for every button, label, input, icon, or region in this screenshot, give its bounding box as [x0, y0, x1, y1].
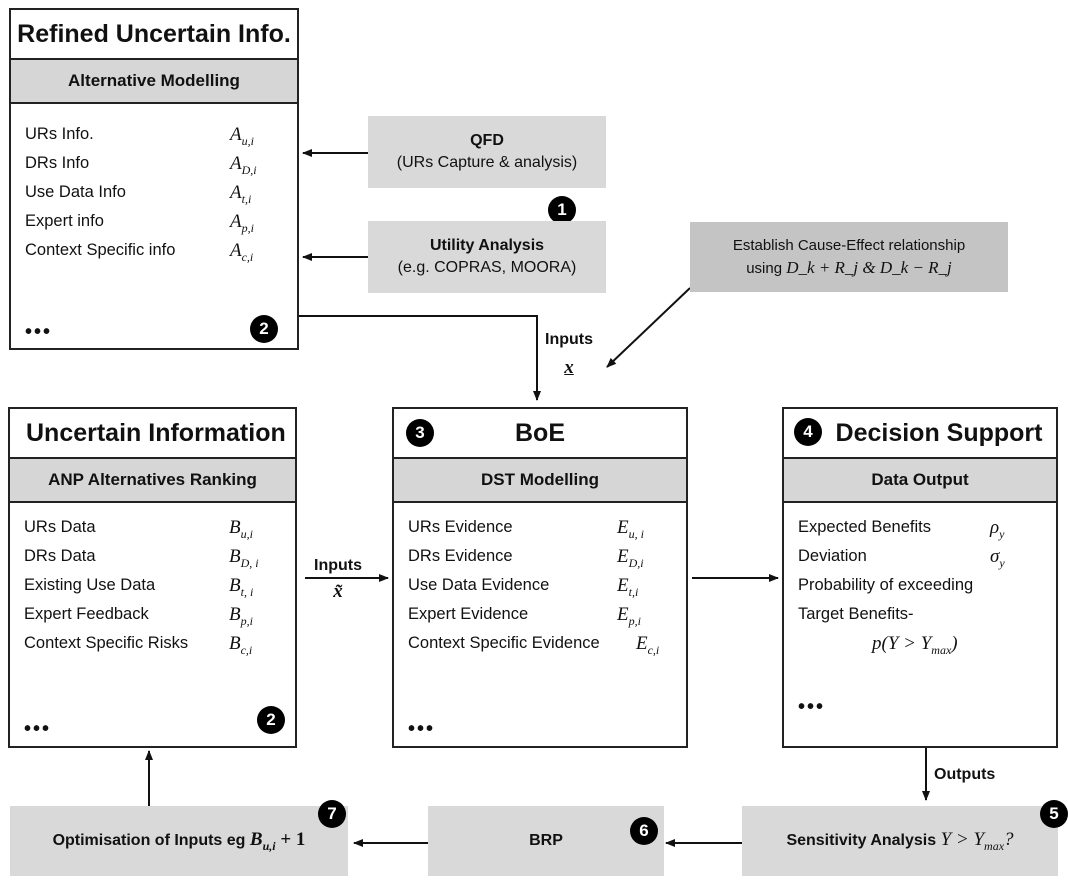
probability-expression: p(Y > Ymax): [872, 633, 958, 657]
sensitivity-analysis-box: Sensitivity Analysis Y > Ymax?: [742, 806, 1058, 876]
sensitivity-step-badge: 5: [1040, 800, 1068, 828]
uncertain-box-title: Uncertain Information: [10, 409, 295, 459]
decision-ellipsis: •••: [798, 696, 826, 718]
uncertain-step-badge: 2: [257, 706, 285, 734]
utility-analysis-box: Utility Analysis (e.g. COPRAS, MOORA): [368, 221, 606, 293]
refined-step-badge: 2: [250, 315, 278, 343]
sensitivity-label: Sensitivity Analysis: [786, 832, 941, 849]
optimisation-label: Optimisation of Inputs eg: [52, 832, 250, 849]
cause-effect-line2: using D_k + R_j & D_k − R_j: [746, 257, 952, 277]
uncertain-ellipsis: •••: [24, 718, 52, 740]
qfd-box: QFD (URs Capture & analysis): [368, 116, 606, 188]
cause-effect-box: Establish Cause-Effect relationship usin…: [690, 222, 1008, 292]
brp-label: BRP: [529, 832, 563, 849]
decision-prob-row: p(Y > Ymax): [798, 629, 1046, 658]
boe-ellipsis: •••: [408, 718, 436, 740]
optimisation-expression: Bu,i + 1: [249, 828, 306, 853]
refined-box-title: Refined Uncertain Info.: [11, 10, 297, 60]
qfd-subtitle: (URs Capture & analysis): [396, 154, 578, 171]
outputs-label: Outputs: [934, 766, 996, 783]
arrow-refined-to-boe: [299, 315, 541, 401]
refined-box-subtitle: Alternative Modelling: [11, 60, 297, 104]
decision-support-box: Decision Support Data Output Expected Be…: [782, 407, 1058, 748]
inputs-top-label: Inputs x: [540, 330, 598, 378]
cause-effect-line1: Establish Cause-Effect relationship: [732, 236, 966, 254]
uncertain-box-subtitle: ANP Alternatives Ranking: [10, 459, 295, 503]
refined-row: URs Info.Au,i: [25, 124, 254, 148]
decision-row: Probability of exceeding: [798, 576, 974, 594]
arrow-cause-effect-to-inputs: [606, 287, 691, 368]
qfd-step-badge: 1: [548, 196, 576, 224]
optimisation-step-badge: 7: [318, 800, 346, 828]
utility-title: Utility Analysis: [429, 237, 545, 254]
sensitivity-expression: Y > Ymax?: [940, 828, 1014, 853]
optimisation-box: Optimisation of Inputs eg Bu,i + 1: [10, 806, 348, 876]
refined-ellipsis: •••: [25, 321, 53, 343]
decision-box-title: Decision Support: [784, 409, 1056, 459]
boe-box-subtitle: DST Modelling: [394, 459, 686, 503]
decision-step-badge: 4: [794, 418, 822, 446]
qfd-title: QFD: [470, 132, 504, 149]
decision-row: Target Benefits-: [798, 605, 914, 623]
inputs-mid-var: x̃: [333, 581, 343, 602]
refined-uncertain-info-box: Refined Uncertain Info. Alternative Mode…: [9, 8, 299, 350]
brp-step-badge: 6: [630, 817, 658, 845]
brp-box: BRP: [428, 806, 664, 876]
boe-box-title: BoE: [394, 409, 686, 459]
decision-box-subtitle: Data Output: [784, 459, 1056, 503]
boe-step-badge: 3: [406, 419, 434, 447]
inputs-mid-label: Inputs x̃: [306, 556, 370, 602]
cause-effect-formula: D_k + R_j & D_k − R_j: [786, 257, 952, 277]
inputs-top-var: x: [564, 357, 574, 378]
utility-subtitle: (e.g. COPRAS, MOORA): [397, 259, 577, 276]
uncertain-information-box: Uncertain Information ANP Alternatives R…: [8, 407, 297, 748]
